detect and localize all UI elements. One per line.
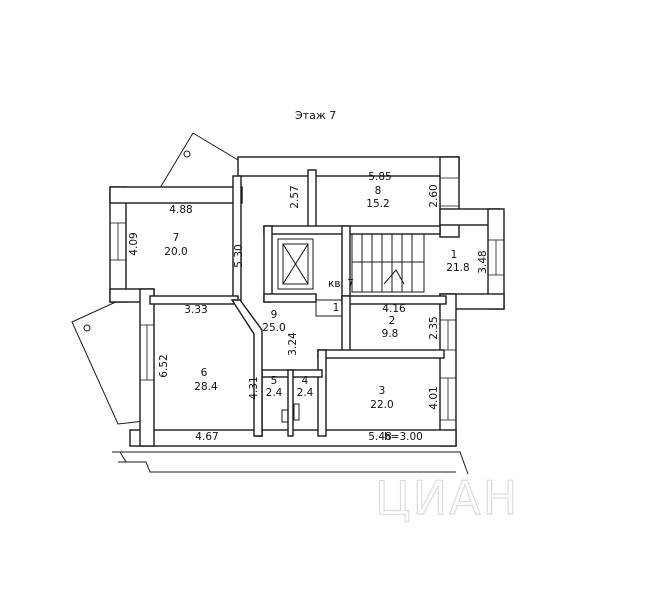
room-6-number: 6: [201, 367, 208, 379]
room-5-number: 5: [271, 375, 278, 387]
dimension-label: 3.24: [287, 332, 299, 356]
dimension-label: 5.85: [368, 171, 391, 183]
dimension-label: 2.35: [428, 316, 440, 339]
interior-walls: [149, 169, 447, 437]
room-4-area: 2.4: [297, 387, 314, 399]
dimension-label: 5.48: [368, 431, 391, 443]
dimension-label: 4.09: [128, 232, 140, 255]
corridor-label: 1: [333, 302, 340, 314]
dimension-label: 6.52: [158, 354, 170, 377]
room-labels: 1 21.8 2 9.8 3 22.0 4 2.4 5 2.4 6 28.4 7…: [164, 185, 469, 443]
room-5-area: 2.4: [266, 387, 283, 399]
dimension-label: 5.30: [233, 244, 245, 267]
room-7-area: 20.0: [164, 246, 187, 258]
room-4-number: 4: [302, 375, 309, 387]
dimension-labels: 5.85 2.57 2.60 4.88 4.09 5.30 3.48 4.16 …: [128, 171, 489, 443]
room-2-area: 9.8: [382, 328, 399, 340]
room-3-area: 22.0: [370, 399, 393, 411]
entrance-steps: [112, 451, 469, 475]
bathroom-fixtures: [281, 403, 300, 423]
balcony-marker-top: [183, 150, 191, 158]
watermark: ЦИАН: [375, 471, 519, 525]
room-9-area: 25.0: [262, 322, 285, 334]
dimension-label: 3.33: [184, 304, 207, 316]
room-7-number: 7: [173, 232, 180, 244]
plan-title: Этаж 7: [295, 109, 336, 122]
room-1-area: 21.8: [446, 262, 469, 274]
room-3-number: 3: [379, 385, 386, 397]
dimension-label: 4.16: [382, 303, 406, 315]
dimension-label: 2.60: [428, 184, 440, 207]
room-2-number: 2: [389, 315, 396, 327]
balcony-marker-left: [83, 324, 91, 332]
dimension-label: 4.88: [169, 204, 192, 216]
room-1-number: 1: [451, 249, 458, 261]
dimension-label: 3.48: [477, 250, 489, 273]
dimension-label: 2.57: [289, 185, 301, 208]
room-8-area: 15.2: [366, 198, 389, 210]
dimension-label: 4.01: [428, 386, 440, 409]
room-9-number: 9: [271, 309, 278, 321]
balcony-top-left: [159, 132, 239, 189]
ceiling-height-label: h=3.00: [384, 431, 423, 443]
dimension-label: 4.67: [195, 431, 218, 443]
stair-and-lift: [277, 233, 425, 317]
room-8-number: 8: [375, 185, 382, 197]
dimension-label: 4.31: [248, 376, 260, 399]
room-6-area: 28.4: [194, 381, 218, 393]
apartment-label: кв. 7: [328, 278, 354, 290]
